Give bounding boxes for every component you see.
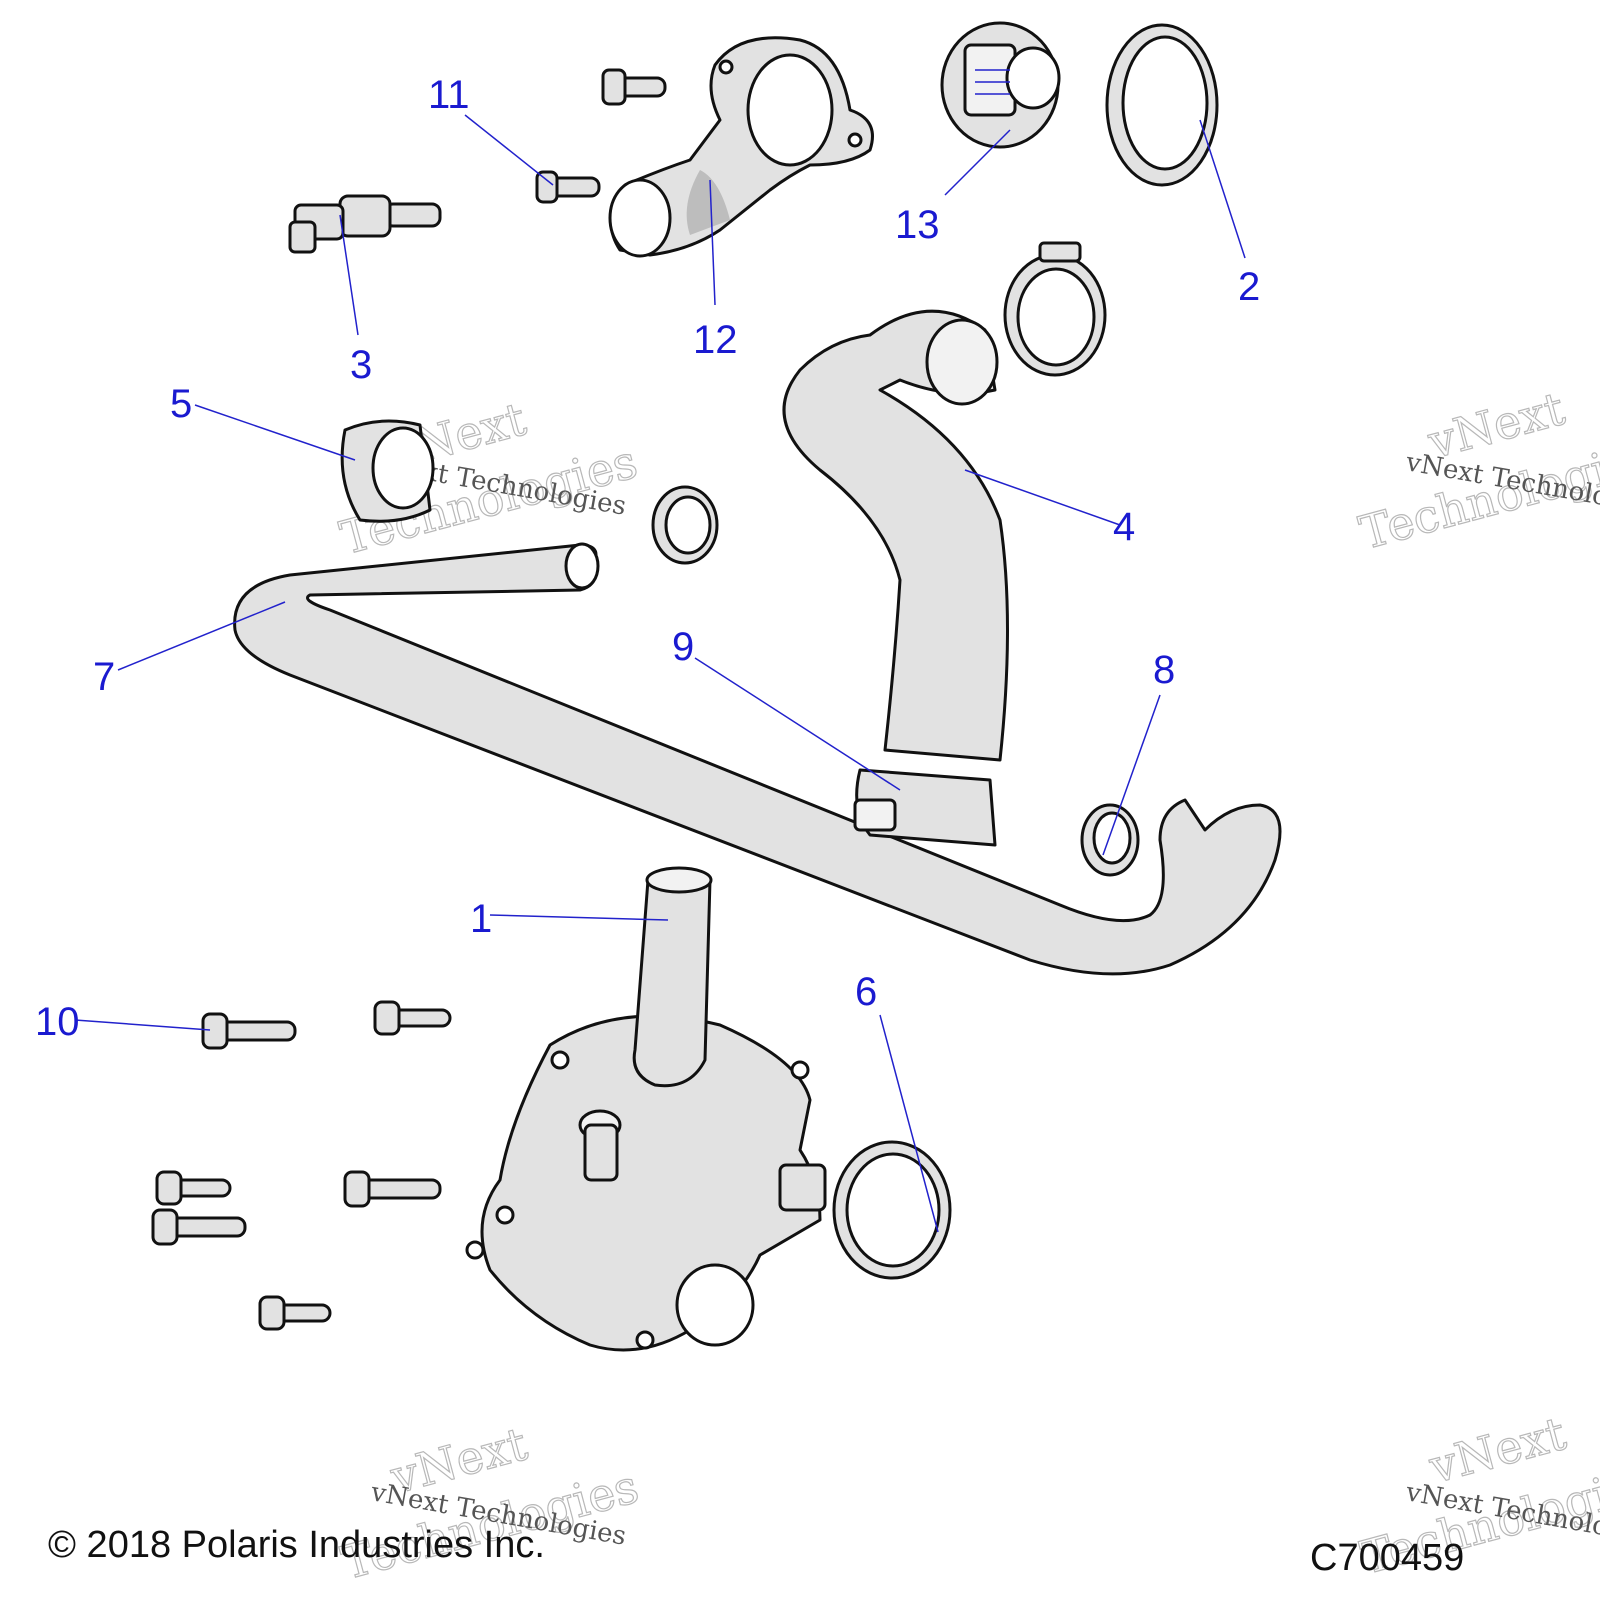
callout-10: 10 bbox=[35, 1000, 80, 1044]
callout-8: 8 bbox=[1153, 648, 1175, 692]
temperature-sensor-part bbox=[288, 194, 442, 254]
copyright-text: © 2018 Polaris Industries Inc. bbox=[48, 1524, 545, 1566]
callout-3: 3 bbox=[350, 343, 372, 387]
callout-1: 1 bbox=[470, 897, 492, 941]
thermostat-housing-part bbox=[608, 36, 874, 258]
bypass-hose-part bbox=[233, 542, 1282, 976]
callout-5: 5 bbox=[170, 382, 192, 426]
leader-lines bbox=[74, 114, 1246, 1233]
callout-12: 12 bbox=[693, 318, 738, 362]
pump-o-ring-part bbox=[832, 1140, 952, 1280]
grommet-part bbox=[340, 419, 435, 523]
callout-2: 2 bbox=[1238, 265, 1260, 309]
upper-hose-part bbox=[782, 309, 1009, 762]
callout-13: 13 bbox=[895, 203, 940, 247]
callout-11: 11 bbox=[428, 73, 470, 117]
pump-bolts-part-10 bbox=[151, 1000, 452, 1331]
hose-clamp-part-8 bbox=[1080, 803, 1140, 877]
seal-ring-part bbox=[1105, 23, 1219, 187]
callout-9: 9 bbox=[672, 625, 694, 669]
callout-4: 4 bbox=[1113, 505, 1135, 549]
bolt-part-11 bbox=[535, 68, 667, 204]
water-pump-part bbox=[465, 866, 827, 1352]
hose-clamp-part-9 bbox=[853, 768, 997, 847]
callout-7: 7 bbox=[93, 655, 115, 699]
hose-clamp-small bbox=[651, 485, 719, 565]
callout-6: 6 bbox=[855, 970, 877, 1014]
hose-clamp-upper bbox=[1003, 241, 1107, 377]
diagram-code: C700459 bbox=[1310, 1537, 1464, 1579]
thermostat-part bbox=[940, 21, 1061, 149]
